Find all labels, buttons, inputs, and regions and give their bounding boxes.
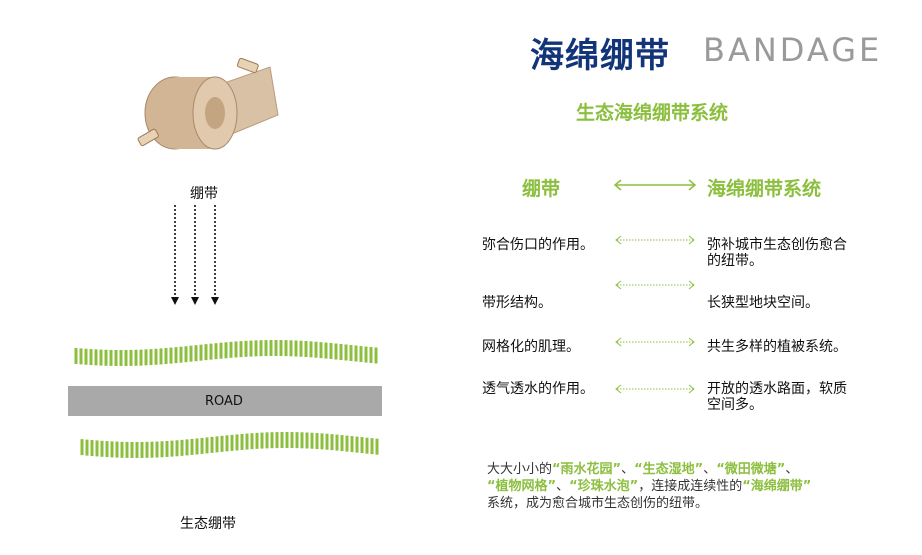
row-1-left: 弥合伤口的作用。 (482, 237, 594, 253)
summary-separator: 、 (556, 479, 570, 494)
dotted-double-arrow-icon (615, 384, 695, 394)
subtitle: 生态海绵绷带系统 (576, 102, 729, 124)
row-3-left: 网格化的肌理。 (482, 339, 580, 355)
row-2-right: 长狭型地块空间。 (707, 295, 819, 311)
row-4-right: 开放的透水路面，软质 空间多。 (707, 381, 847, 413)
summary-separator: 、 (785, 462, 799, 477)
down-arrows-icon (171, 205, 219, 305)
bandage-label: 绷带 (190, 186, 218, 202)
summary-highlight-wetland: “生态湿地” (634, 462, 704, 477)
summary-separator: 、 (621, 462, 635, 477)
row-4-right-line-2: 空间多。 (707, 397, 763, 413)
green-bandage-strip-bottom (80, 432, 379, 458)
eco-bandage-label: 生态绷带 (180, 516, 236, 532)
road-label: ROAD (205, 394, 243, 409)
row-4-left: 透气透水的作用。 (482, 381, 594, 397)
summary-highlight-rain-garden: “雨水花园” (552, 462, 622, 477)
summary-highlight-pearl-bubble: “珍珠水泡” (569, 479, 639, 494)
row-1-right-line-2: 的纽带。 (707, 253, 763, 269)
summary-paragraph: 大大小小的“雨水花园”、“生态湿地”、“微田微塘”、“植物网格”、“珍珠水泡”，… (487, 461, 867, 512)
page-title: 海绵绷带 (530, 36, 670, 76)
double-arrow-icon (613, 179, 697, 191)
dotted-double-arrow-icon (615, 280, 695, 290)
row-2-left: 带形结构。 (482, 295, 552, 311)
green-bandage-strip-top (74, 340, 378, 366)
row-4-right-line-1: 开放的透水路面，软质 (707, 381, 847, 397)
summary-text: 系统，成为愈合城市生态创伤的纽带。 (487, 496, 709, 511)
summary-highlight-plant-grid: “植物网格” (487, 479, 557, 494)
heading-bandage: 绷带 (522, 178, 561, 200)
heading-sponge-bandage-system: 海绵绷带系统 (707, 178, 822, 200)
row-1-right-line-1: 弥补城市生态创伤愈合 (707, 237, 847, 253)
summary-text: ，连接成连续性的 (638, 479, 743, 494)
summary-highlight-sponge-bandage: “海绵绷带” (742, 479, 812, 494)
bandage-roll-illustration (137, 57, 279, 150)
dotted-double-arrow-icon (615, 337, 695, 347)
page-title-english: BANDAGE (703, 31, 883, 69)
road-bar (68, 386, 382, 416)
dotted-double-arrow-icon (615, 235, 695, 245)
summary-separator: 、 (703, 462, 717, 477)
row-3-right: 共生多样的植被系统。 (707, 339, 847, 355)
row-1-right: 弥补城市生态创伤愈合 的纽带。 (707, 237, 847, 269)
summary-highlight-micro-field: “微田微塘” (716, 462, 786, 477)
summary-text: 大大小小的 (487, 462, 553, 477)
